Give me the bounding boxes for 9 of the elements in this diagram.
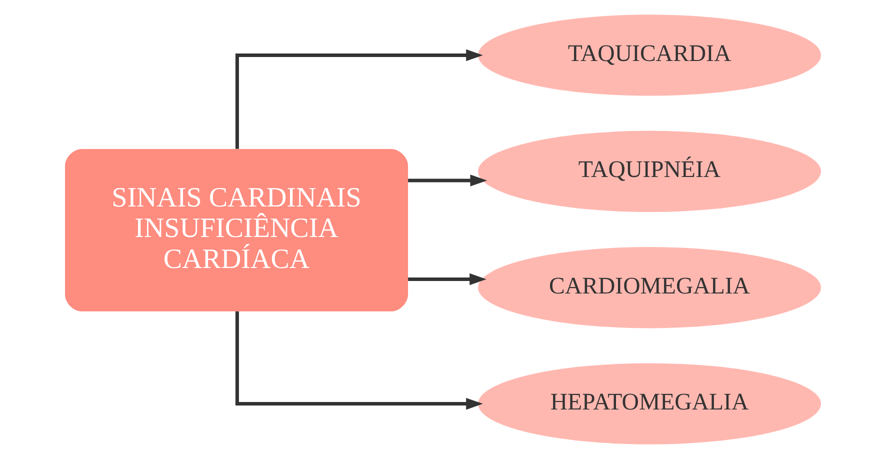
node-ellipse: CARDIOMEGALIA (478, 246, 821, 328)
node-box: SINAIS CARDINAIS INSUFICIÊNCIA CARDÍACA (65, 148, 408, 311)
arrow (235, 48, 483, 148)
node-ellipse: TAQUICARDIA (478, 14, 821, 96)
arrow (235, 310, 483, 410)
node-ellipse: TAQUIPNÉIA (478, 130, 821, 212)
arrow (408, 174, 488, 186)
arrow (408, 272, 486, 285)
node-ellipse: HEPATOMEGALIA (478, 362, 821, 444)
